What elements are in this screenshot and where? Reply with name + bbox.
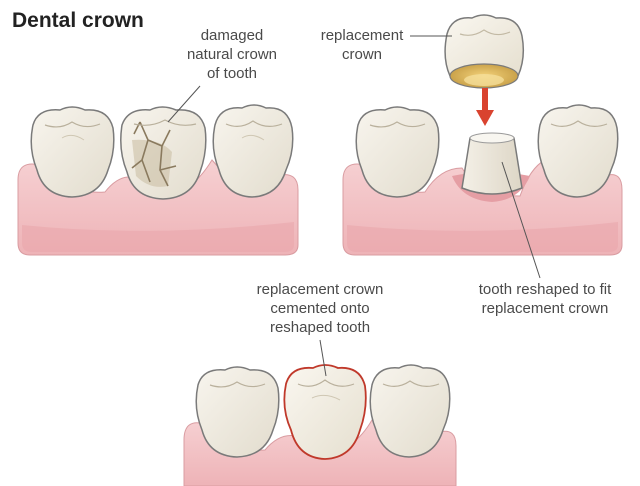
diagram-title: Dental crown [12,9,144,32]
leader-cemented [319,339,327,377]
panel-reshaped-tooth [342,14,623,279]
gum-shadow [22,222,294,252]
label-reshaped-tooth: tooth reshaped to fit replacement crown [478,281,612,317]
label-cemented-crown: replacement crown cemented onto reshaped… [256,281,384,336]
leader-damaged [167,85,201,123]
tooth-left [30,106,115,198]
down-arrow [476,88,494,126]
tooth-reshaped-stump [461,132,523,195]
panel-crown-cemented [183,339,457,486]
tooth-right [537,104,619,198]
crack-lines [131,121,177,187]
replacement-crown [444,14,525,89]
tooth-left [195,366,280,458]
tooth-left [355,106,440,198]
tooth-right [212,104,294,198]
gum-shadow [347,222,618,252]
leader-reshaped [501,161,541,279]
tooth-right [369,364,451,458]
label-damaged-crown: damaged natural crown of tooth [186,27,278,82]
label-replacement-crown: replacement crown [320,27,404,63]
tooth-damaged [120,106,207,200]
panel-damaged-tooth [17,85,299,256]
crowned-tooth [283,364,367,460]
